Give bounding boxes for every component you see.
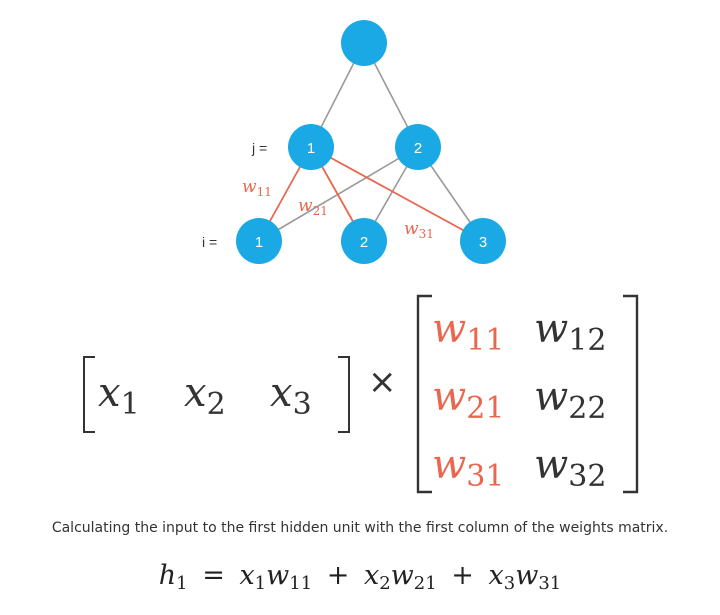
equation-term-3: x3w31 bbox=[488, 560, 562, 594]
matrix-w21: w21 bbox=[432, 374, 504, 426]
row-vector-x3: x3 bbox=[270, 370, 312, 422]
term3-w-sub: 31 bbox=[538, 573, 562, 594]
w31-symbol: w bbox=[432, 442, 467, 488]
plus-sign-1: + bbox=[326, 560, 350, 591]
edge-w31 bbox=[310, 146, 484, 242]
w11-symbol: w bbox=[432, 306, 467, 352]
input-node-2 bbox=[341, 218, 387, 264]
term1-x-sub: 1 bbox=[254, 573, 267, 594]
hidden-unit-equation: h1 = x1w11 + x2w21 + x3w31 bbox=[0, 560, 720, 594]
matrix-w32: w32 bbox=[534, 442, 606, 494]
row-vector-left-bracket bbox=[83, 356, 95, 433]
matrix-w12: w12 bbox=[534, 306, 606, 358]
equation-term-2: x2w21 bbox=[363, 560, 437, 594]
weights-right-bracket bbox=[623, 294, 639, 494]
w12-subscript: 12 bbox=[568, 323, 607, 358]
term3-w: w bbox=[515, 560, 539, 591]
row-vector-right-bracket bbox=[338, 356, 350, 433]
x2-symbol: x bbox=[184, 370, 207, 416]
h-symbol: h bbox=[158, 560, 177, 591]
x3-subscript: 3 bbox=[292, 387, 312, 422]
hidden-node-1 bbox=[288, 124, 334, 170]
w22-symbol: w bbox=[534, 374, 569, 420]
w12-symbol: w bbox=[534, 306, 569, 352]
i-label: i = bbox=[202, 234, 217, 250]
w21-symbol: w bbox=[432, 374, 467, 420]
weight-label-w31: w31 bbox=[404, 219, 434, 241]
weight-label-w21: w21 bbox=[298, 196, 328, 218]
output-node bbox=[341, 20, 387, 66]
w31-subscript: 31 bbox=[466, 459, 505, 494]
input-node-3 bbox=[460, 218, 506, 264]
caption: Calculating the input to the first hidde… bbox=[51, 520, 669, 536]
matrix-w11: w11 bbox=[432, 306, 504, 358]
x2-subscript: 2 bbox=[206, 387, 226, 422]
row-vector-x2: x2 bbox=[184, 370, 226, 422]
matrix-brackets bbox=[83, 294, 639, 494]
matrix-w31: w31 bbox=[432, 442, 504, 494]
network-diagram: 1 2 1 2 3 j = i = w11 w21 w31 bbox=[202, 20, 506, 264]
equals-sign: = bbox=[202, 560, 225, 591]
term2-x-sub: 2 bbox=[379, 573, 391, 594]
row-vector-x1: x1 bbox=[98, 370, 140, 422]
equation-lhs: h1 bbox=[158, 560, 188, 594]
term2-w: w bbox=[390, 560, 414, 591]
term1-w: w bbox=[266, 560, 290, 591]
w11-subscript: 11 bbox=[466, 323, 505, 358]
h-subscript: 1 bbox=[176, 573, 188, 594]
x1-subscript: 1 bbox=[120, 387, 140, 422]
input-node-2-label: 2 bbox=[360, 234, 368, 251]
w32-subscript: 32 bbox=[568, 459, 607, 494]
term3-x: x bbox=[488, 560, 504, 591]
term2-w-sub: 21 bbox=[413, 573, 437, 594]
j-label: j = bbox=[251, 140, 267, 156]
input-node-3-label: 3 bbox=[479, 234, 487, 251]
w22-subscript: 22 bbox=[568, 391, 607, 426]
x3-symbol: x bbox=[270, 370, 293, 416]
w32-symbol: w bbox=[534, 442, 569, 488]
hidden-node-1-label: 1 bbox=[307, 140, 315, 157]
w21-subscript: 21 bbox=[466, 391, 505, 426]
hidden-node-2-label: 2 bbox=[414, 140, 422, 157]
equation-term-1: x1w11 bbox=[239, 560, 313, 594]
term1-x: x bbox=[239, 560, 255, 591]
term1-w-sub: 11 bbox=[289, 573, 313, 594]
weights-left-bracket bbox=[416, 294, 432, 494]
x1-symbol: x bbox=[98, 370, 121, 416]
weight-label-w11: w11 bbox=[242, 177, 272, 199]
multiply-symbol: × bbox=[368, 362, 397, 402]
input-node-1-label: 1 bbox=[255, 234, 263, 251]
term3-x-sub: 3 bbox=[503, 573, 516, 594]
matrix-w22: w22 bbox=[534, 374, 606, 426]
input-node-1 bbox=[236, 218, 282, 264]
term2-x: x bbox=[363, 560, 380, 591]
plus-sign-2: + bbox=[451, 560, 474, 591]
hidden-node-2 bbox=[395, 124, 441, 170]
